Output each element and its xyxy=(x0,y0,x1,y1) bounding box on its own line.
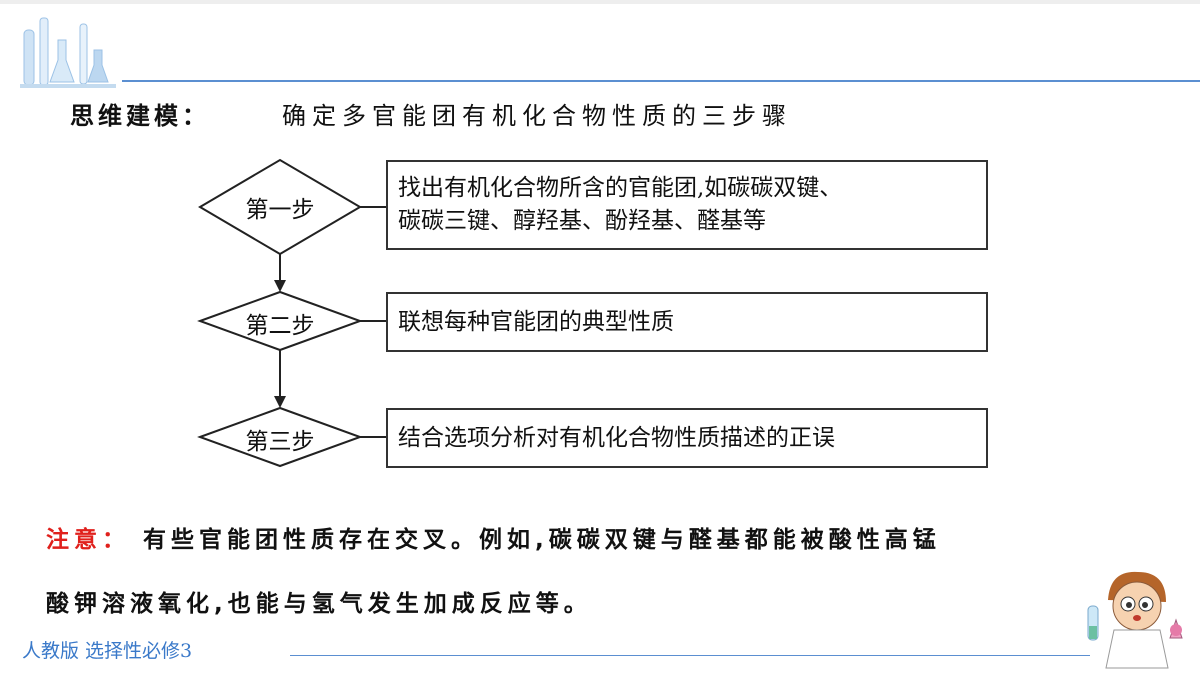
note-label: 注意： xyxy=(46,527,130,553)
footer-textbook-label: 人教版 选择性必修3 xyxy=(22,640,193,662)
modeling-heading-title: 确定多官能团有机化合物性质的三步骤 xyxy=(282,102,792,130)
scientist-mascot-icon xyxy=(1087,571,1183,669)
step-1-label: 第一步 xyxy=(245,197,315,223)
step-2-label: 第二步 xyxy=(245,313,315,339)
lab-glassware-icon xyxy=(20,17,116,88)
step-3-label: 第三步 xyxy=(245,429,315,455)
step-2-box: 联想每种官能团的典型性质 xyxy=(386,292,988,352)
step-3-box: 结合选项分析对有机化合物性质描述的正误 xyxy=(386,408,988,468)
header-divider-line xyxy=(122,80,1200,82)
step-1-text-line2: 碳碳三键、醇羟基、酚羟基、醛基等 xyxy=(398,208,766,234)
step-1-box: 找出有机化合物所含的官能团,如碳碳双键、 碳碳三键、醇羟基、酚羟基、醛基等 xyxy=(386,160,988,250)
note-text-1: 有些官能团性质存在交叉。例如,碳碳双键与醛基都能被酸性高锰 xyxy=(143,527,941,553)
note-line-1: 注意： 有些官能团性质存在交叉。例如,碳碳双键与醛基都能被酸性高锰 xyxy=(46,520,941,554)
top-frame-strip xyxy=(0,0,1200,4)
note-line-2: 酸钾溶液氧化,也能与氢气发生加成反应等。 xyxy=(46,584,592,618)
modeling-heading-label: 思维建模： xyxy=(70,102,210,130)
note-text-2: 酸钾溶液氧化,也能与氢气发生加成反应等。 xyxy=(46,591,592,617)
step-1-text-line1: 找出有机化合物所含的官能团,如碳碳双键、 xyxy=(398,175,843,201)
step-3-text: 结合选项分析对有机化合物性质描述的正误 xyxy=(398,424,835,451)
footer-divider-line xyxy=(290,655,1090,656)
step-2-text: 联想每种官能团的典型性质 xyxy=(398,308,674,335)
